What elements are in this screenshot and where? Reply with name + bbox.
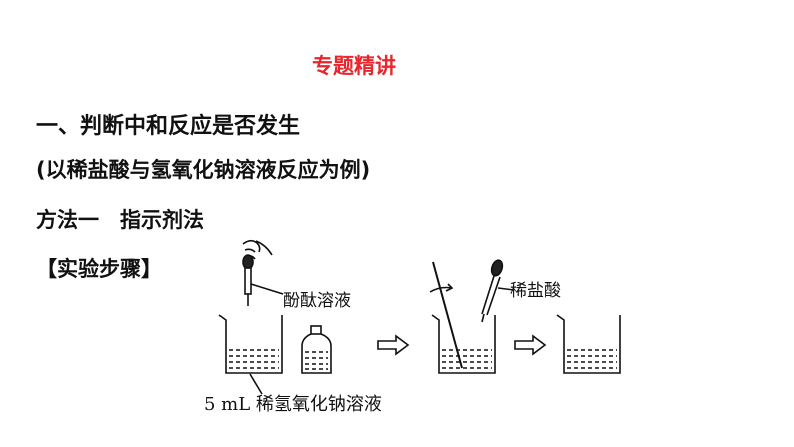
reagent-bottle	[301, 325, 332, 374]
method-heading: 方法一 指示剂法	[36, 208, 204, 232]
indicator-label: 酚酞溶液	[283, 291, 351, 311]
acid-label: 稀盐酸	[510, 281, 561, 301]
section-heading: 一、判断中和反应是否发生	[36, 114, 301, 139]
arrow-right-icon	[377, 334, 410, 356]
beaker-1	[218, 314, 283, 374]
slide-title: 专题精讲	[312, 54, 396, 78]
example-note: (以稀盐酸与氢氧化钠溶液反应为例)	[36, 158, 371, 182]
beaker-3	[556, 314, 621, 374]
hand-dropper-icon	[242, 239, 284, 306]
base-solution-label: 5 mL 稀氢氧化钠溶液	[204, 394, 382, 415]
stirring-rod	[432, 261, 463, 369]
beaker-2	[429, 259, 515, 374]
steps-label: 【实验步骤】	[36, 257, 162, 281]
arrow-right-icon	[514, 334, 547, 356]
